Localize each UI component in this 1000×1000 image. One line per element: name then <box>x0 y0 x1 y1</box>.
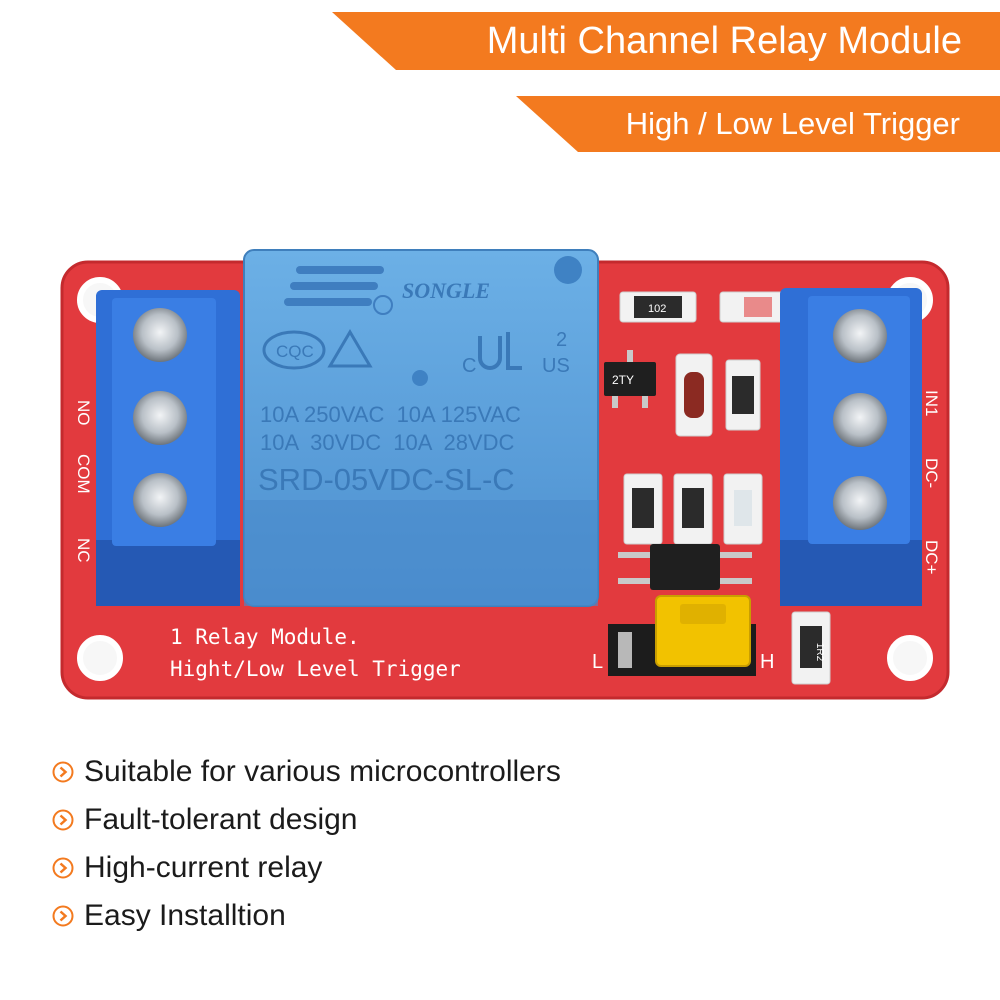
songle-logo-icon <box>284 266 384 306</box>
resistor-label-2: 1R2 <box>814 643 825 662</box>
relay-rating-2: 10A 30VDC 10A 28VDC <box>260 430 514 455</box>
transistor-label: 2TY <box>612 373 634 387</box>
pin-label-no: NO <box>74 400 93 426</box>
feature-text: Fault-tolerant design <box>84 803 358 836</box>
ul-mark-icon <box>478 332 522 370</box>
feature-item: High-current relay <box>52 844 561 892</box>
feature-text: Easy Installtion <box>84 899 286 932</box>
smd-components: 102 2TY 1R2 <box>604 291 831 685</box>
relay-rating-1: 10A 250VAC 10A 125VAC <box>260 402 521 427</box>
subtitle-text: High / Low Level Trigger <box>625 106 960 141</box>
feature-item: Easy Installtion <box>52 892 561 940</box>
pin-label-dc-plus: DC+ <box>922 540 941 575</box>
feature-text: Suitable for various microcontrollers <box>84 755 561 788</box>
pin-label-dc-minus: DC- <box>922 458 941 488</box>
relay-brand: SONGLE <box>402 278 490 303</box>
feature-list: Suitable for various microcontrollers Fa… <box>52 748 561 940</box>
jumper-label-l: L <box>592 651 603 673</box>
left-screw-terminal <box>96 290 240 606</box>
left-pin-labels: NO COM NC <box>74 400 93 563</box>
board-label-line-2: Hight/Low Level Trigger <box>170 657 461 681</box>
relay-model: SRD-05VDC-SL-C <box>258 462 515 497</box>
title-banner: Multi Channel Relay Module <box>332 12 1000 70</box>
resistor-label: 102 <box>648 303 666 315</box>
feature-text: High-current relay <box>84 851 323 884</box>
jumper-header <box>608 595 756 676</box>
pin-label-nc: NC <box>74 538 93 563</box>
relay-module-photo: NO COM NC SONGLE CQC C 2 US 10A 250VAC 1… <box>60 249 950 700</box>
relay-cert-cqc: CQC <box>276 342 314 361</box>
feature-item: Fault-tolerant design <box>52 796 561 844</box>
chevron-circle-icon <box>52 809 74 831</box>
pin-label-com: COM <box>74 454 93 494</box>
title-text: Multi Channel Relay Module <box>486 19 962 62</box>
pin-label-in1: IN1 <box>922 390 941 416</box>
chevron-circle-icon <box>52 761 74 783</box>
chevron-circle-icon <box>52 857 74 879</box>
relay-cert-us: US <box>542 355 570 377</box>
jumper-label-h: H <box>760 651 774 673</box>
feature-item: Suitable for various microcontrollers <box>52 748 561 796</box>
warning-triangle-icon <box>327 329 373 368</box>
relay-cert-c: C <box>462 355 476 377</box>
right-pin-labels: IN1 DC- DC+ <box>922 390 941 575</box>
board-label-line-1: 1 Relay Module. <box>170 625 360 649</box>
relay-cert-num: 2 <box>556 329 567 351</box>
subtitle-banner: High / Low Level Trigger <box>516 96 1000 152</box>
relay-component <box>243 249 599 607</box>
chevron-circle-icon <box>52 905 74 927</box>
right-screw-terminal <box>780 288 922 606</box>
